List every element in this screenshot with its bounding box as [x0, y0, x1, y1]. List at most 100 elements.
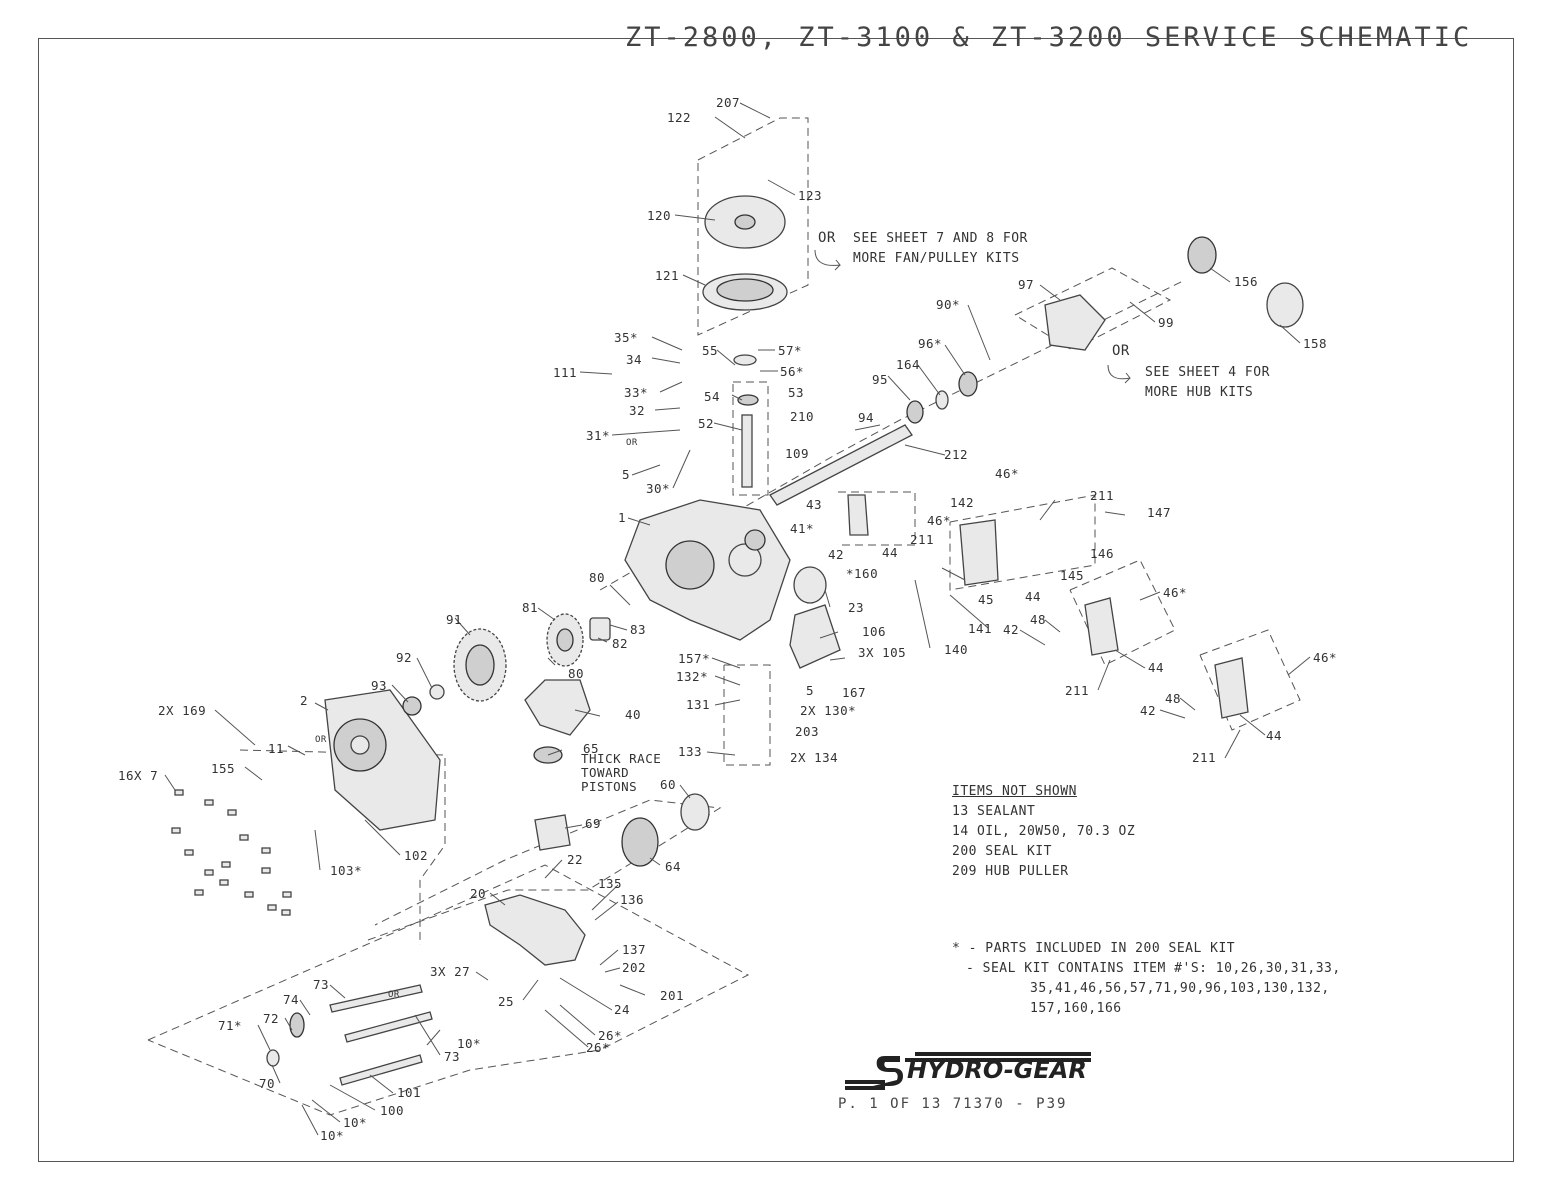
- callout: 31*: [586, 428, 611, 443]
- callout: 135: [598, 876, 623, 891]
- callout: 2: [300, 693, 309, 708]
- callout: 20: [470, 886, 487, 901]
- callout: 60: [660, 777, 677, 792]
- item-line: 209 HUB PULLER: [952, 864, 1069, 879]
- callout: 136: [620, 892, 645, 907]
- callout: 211: [1065, 683, 1090, 698]
- callout: 82: [612, 636, 629, 651]
- callout: 80: [568, 666, 585, 681]
- callout: OR: [818, 230, 836, 246]
- motor-shaft-101: [339, 1054, 423, 1086]
- bracket-44-d: [1214, 657, 1249, 719]
- callout: 158: [1303, 336, 1328, 351]
- cooling-fan: [704, 195, 786, 249]
- leader-lines: [164, 102, 1311, 1136]
- logo-stripes-icon: [845, 1052, 1131, 1090]
- seal-kit-line2: - SEAL KIT CONTAINS ITEM #'S: 10,26,30,3…: [966, 961, 1341, 976]
- hub-note-line1: SEE SHEET 4 FOR: [1145, 365, 1270, 380]
- item-line: 13 SEALANT: [952, 804, 1036, 819]
- thrust-bearing-60: [680, 793, 710, 831]
- callout: 210: [790, 409, 815, 424]
- fan-note-line2: MORE FAN/PULLEY KITS: [853, 251, 1020, 266]
- bevel-gear-40: [524, 679, 591, 736]
- bracket-frame-4: [1199, 629, 1301, 731]
- seal-kit-note: * - PARTS INCLUDED IN 200 SEAL KIT - SEA…: [952, 939, 1341, 1019]
- sleeve-158: [1266, 282, 1304, 328]
- bearing-156: [1187, 236, 1217, 274]
- callout: 3X 27: [430, 964, 471, 979]
- callout: 132*: [676, 669, 709, 684]
- callout: 35*: [614, 330, 639, 345]
- cylinder-block-69: [534, 814, 571, 851]
- callout: 46*: [1313, 650, 1338, 665]
- callout: 164: [896, 357, 921, 372]
- callout: 202: [622, 960, 647, 975]
- callout: 131: [686, 697, 711, 712]
- logo-text: HYDRO-GEAR: [907, 1056, 1087, 1084]
- callout: 94: [858, 410, 875, 425]
- callout: 44: [882, 545, 899, 560]
- items-not-shown-heading: ITEMS NOT SHOWN: [952, 784, 1077, 799]
- motor-shaft-frame: [147, 864, 750, 1116]
- callout: 57*: [778, 343, 803, 358]
- callout: 22: [567, 852, 584, 867]
- seal-kit-line1: * - PARTS INCLUDED IN 200 SEAL KIT: [952, 941, 1236, 956]
- input-shaft-52: [741, 414, 753, 488]
- callout: 26*: [586, 1040, 611, 1055]
- thick-race-note: THICK RACE TOWARD PISTONS: [581, 752, 661, 794]
- items-not-shown: ITEMS NOT SHOWN 13 SEALANT 14 OIL, 20W50…: [952, 782, 1135, 882]
- motor-shaft-73a: [329, 984, 423, 1013]
- callout: 212: [944, 447, 969, 462]
- callout: 55: [702, 343, 719, 358]
- callout: 71*: [218, 1018, 243, 1033]
- callout: 201: [660, 988, 685, 1003]
- callout: 33*: [624, 385, 649, 400]
- callout: 145: [1060, 568, 1085, 583]
- callout: 46*: [995, 466, 1020, 481]
- callout: 72: [263, 1011, 280, 1026]
- callout: *160: [846, 566, 879, 581]
- callout: 70: [259, 1076, 276, 1091]
- hub-kits-note: SEE SHEET 4 FOR MORE HUB KITS: [1145, 363, 1270, 403]
- center-section-frame: [367, 799, 722, 941]
- thick-race-line1: THICK RACE: [581, 751, 662, 766]
- callout: 26*: [598, 1028, 623, 1043]
- callout: 2X 134: [790, 750, 839, 765]
- callout: 5: [622, 467, 631, 482]
- callout: 96*: [918, 336, 943, 351]
- callout: 93: [371, 678, 388, 693]
- drawing-sheet-border: [38, 38, 1514, 1162]
- bolts-7: [171, 789, 292, 916]
- callout: 137: [622, 942, 647, 957]
- callout: 73: [313, 977, 330, 992]
- callout: 56*: [780, 364, 805, 379]
- callout: 32: [629, 403, 646, 418]
- or-arrow-hub: [1107, 364, 1131, 384]
- callout: 40: [625, 707, 642, 722]
- callout: 48: [1165, 691, 1182, 706]
- bearing-95: [906, 400, 924, 424]
- or-arrow-fan: [814, 249, 841, 271]
- pulley: [702, 273, 788, 311]
- callout: 24: [614, 1002, 631, 1017]
- callout: 34: [626, 352, 643, 367]
- bracket-frame-2: [949, 494, 1096, 591]
- callout: 121: [655, 268, 680, 283]
- callout: OR: [1112, 343, 1130, 359]
- callout: 73: [444, 1049, 461, 1064]
- callout: 80: [589, 570, 606, 585]
- hub-97: [1044, 294, 1106, 351]
- lower-cover-frame: [723, 664, 771, 766]
- bracket-106: [789, 604, 841, 669]
- side-cover: [324, 689, 441, 831]
- bearing-92: [429, 684, 445, 700]
- callout: 44: [1266, 728, 1283, 743]
- callout: 1: [618, 510, 627, 525]
- callout: 211: [1192, 750, 1217, 765]
- callout: 42: [828, 547, 845, 562]
- callout: 25: [498, 994, 515, 1009]
- fan-pulley-note: SEE SHEET 7 AND 8 FOR MORE FAN/PULLEY KI…: [853, 229, 1028, 269]
- seal-56: [733, 354, 757, 366]
- callout: OR: [315, 735, 327, 745]
